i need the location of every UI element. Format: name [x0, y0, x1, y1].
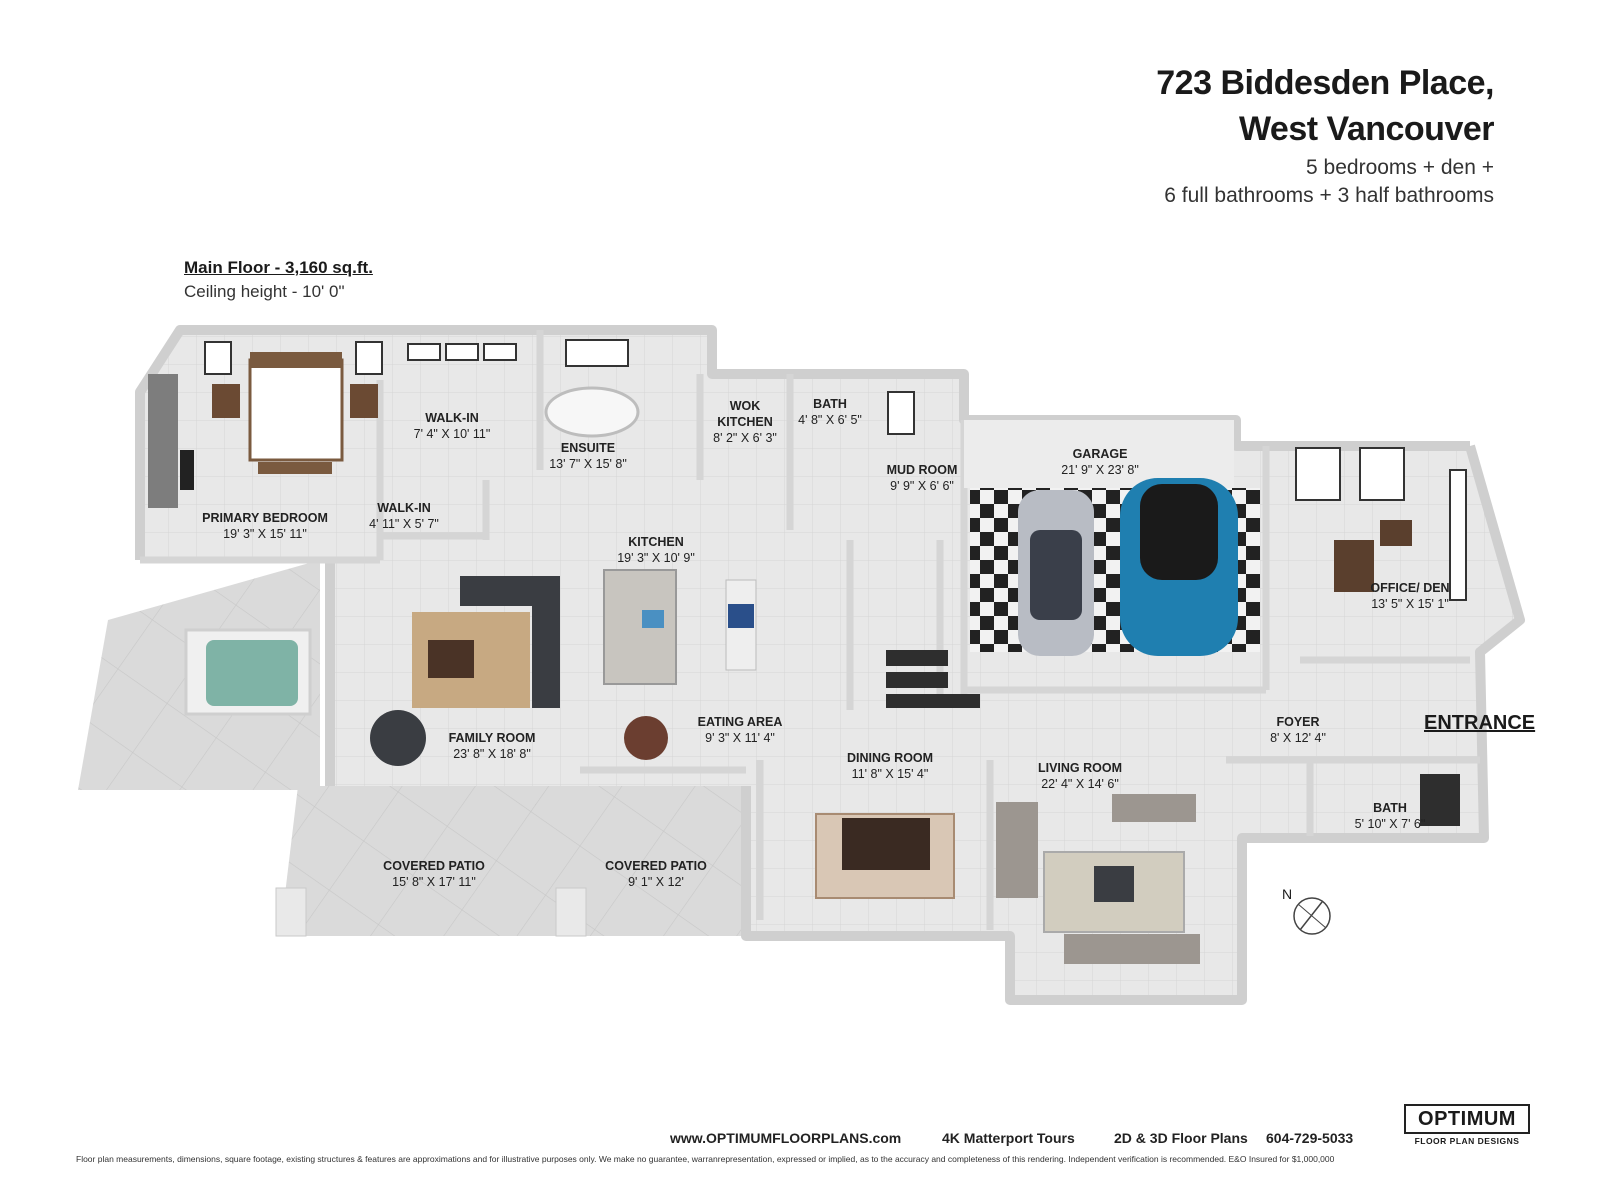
outer-walls: [135, 325, 1525, 1005]
car-silver: [1018, 490, 1094, 656]
stairs: [886, 650, 980, 708]
family-room-sectional: [412, 576, 560, 708]
logo-main-text: OPTIMUM: [1404, 1104, 1530, 1134]
optimum-logo: OPTIMUM FLOOR PLAN DESIGNS: [1404, 1104, 1530, 1146]
bathtub: [544, 386, 640, 438]
footer-website[interactable]: www.OPTIMUMFLOORPLANS.com: [670, 1130, 902, 1146]
footer-phone: 604-729-5033: [1266, 1130, 1354, 1146]
footer-service-floorplans: 2D & 3D Floor Plans: [1114, 1130, 1248, 1146]
summary-line-1: 5 bedrooms + den +: [1306, 156, 1494, 179]
address-line-1: 723 Biddesden Place,: [1156, 64, 1494, 102]
eating-table: [624, 716, 668, 760]
bed: [212, 352, 378, 474]
ceiling-height: Ceiling height - 10' 0": [184, 282, 345, 301]
hot-tub: [184, 628, 312, 716]
footer-service-matterport: 4K Matterport Tours: [942, 1130, 1075, 1146]
entrance-label: ENTRANCE: [1424, 712, 1536, 734]
north-compass: [1293, 897, 1331, 935]
living-room-furniture: [996, 794, 1200, 964]
office-desk: [1334, 520, 1412, 592]
kitchen-island: [603, 569, 757, 685]
north-label: N: [1282, 886, 1293, 902]
windows: [204, 339, 1467, 601]
fireplace-opening: [180, 450, 194, 490]
floor-heading: Main Floor - 3,160 sq.ft.: [184, 258, 373, 277]
address-line-2: West Vancouver: [1238, 110, 1495, 148]
logo-sub-text: FLOOR PLAN DESIGNS: [1414, 1136, 1520, 1146]
foyer-bath-vanity: [1420, 774, 1460, 826]
car-blue: [1120, 478, 1238, 656]
summary-line-2: 6 full bathrooms + 3 half bathrooms: [1164, 184, 1494, 207]
fireplace: [148, 374, 178, 508]
round-chair: [370, 710, 426, 766]
covered-patio-south: [275, 786, 746, 937]
disclaimer: Floor plan measurements, dimensions, squ…: [76, 1154, 1335, 1164]
dining-set: [815, 813, 955, 899]
